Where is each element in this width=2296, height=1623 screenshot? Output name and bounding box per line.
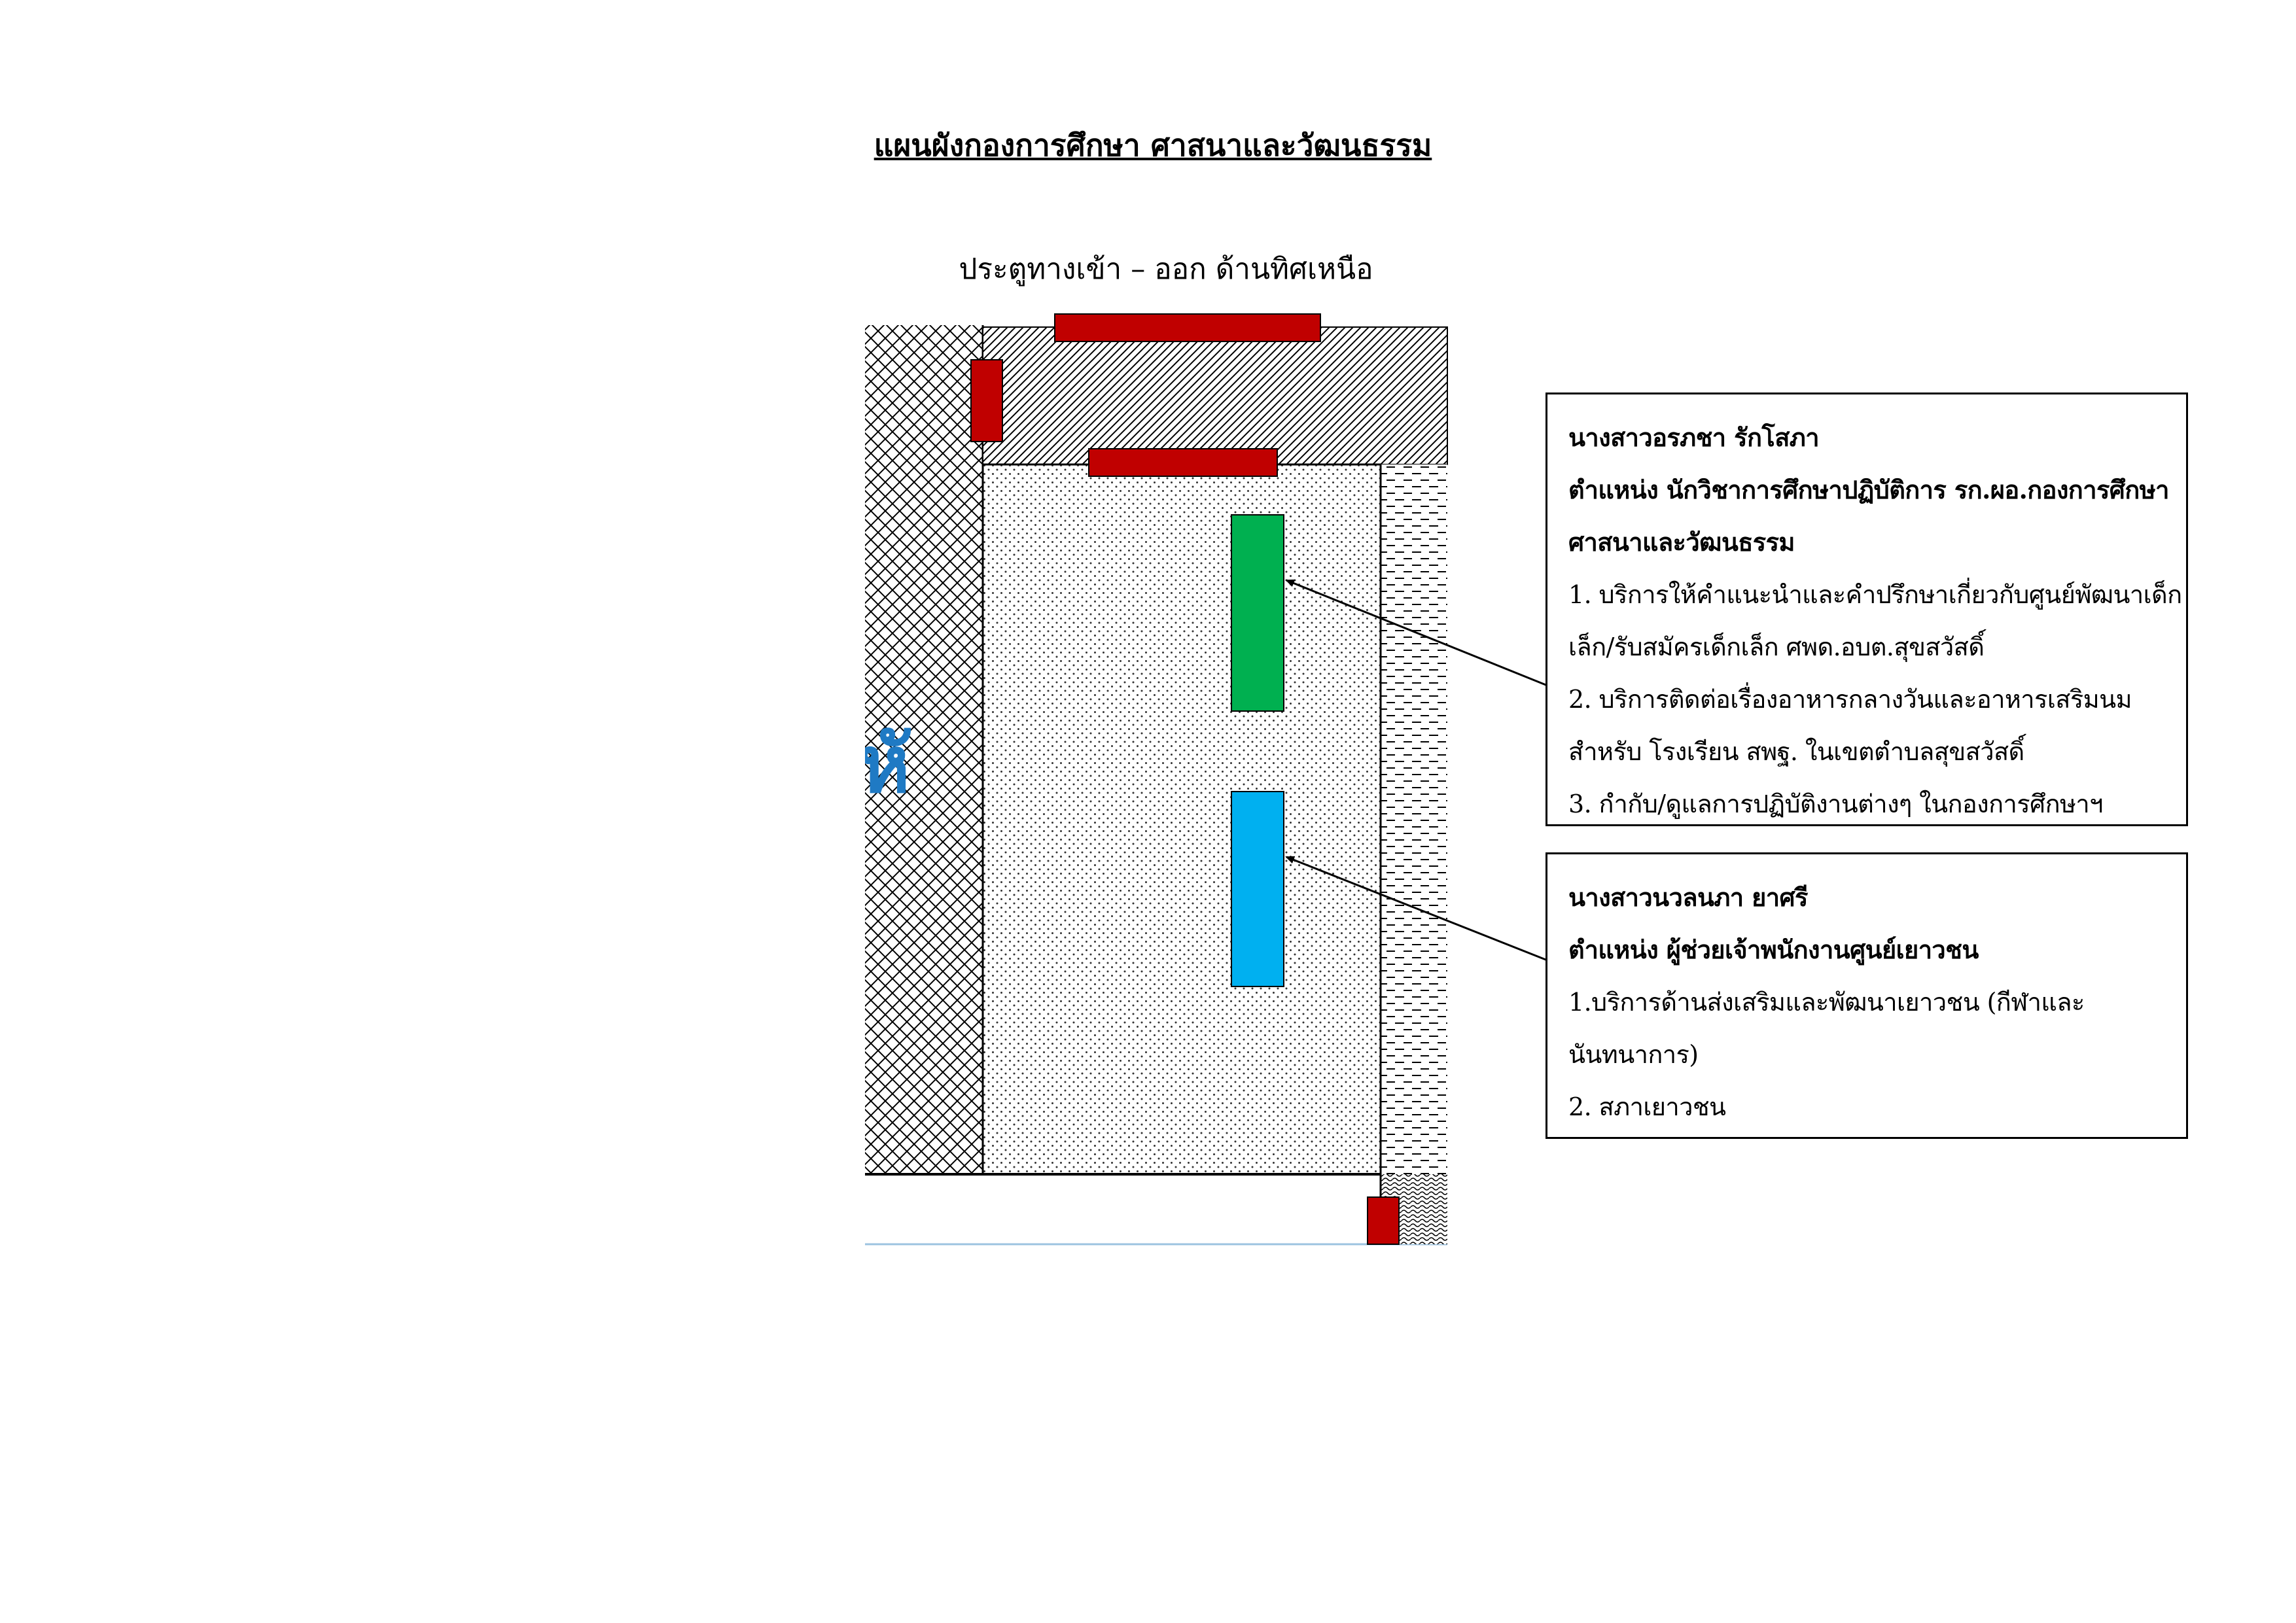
arrow-staff-2 bbox=[1285, 856, 1551, 963]
staff-duty-line: 2. สภาเยาวชน bbox=[1568, 1092, 1726, 1121]
staff-duty-line: สำหรับ โรงเรียน สพฐ. ในเขตตำบลสุขสวัสดิ์ bbox=[1568, 737, 2024, 766]
staff-position-line: ตำแหน่ง ผู้ช่วยเจ้าพนักงานศูนย์เยาวชน bbox=[1568, 935, 1979, 964]
side-label: หั bbox=[858, 718, 911, 811]
staff-name: นางสาวนวลนภา ยาศรี bbox=[1568, 882, 1808, 912]
page-title: แผนผังกองการศึกษา ศาสนาและวัฒนธรรม bbox=[874, 128, 1432, 163]
staff-duty-line: 2. บริการติดต่อเรื่องอาหารกลางวันและอาหา… bbox=[1568, 685, 2132, 714]
entrance-label: ประตูทางเข้า – ออก ด้านทิศเหนือ bbox=[959, 253, 1373, 286]
door-left-corridor bbox=[970, 359, 1003, 442]
right-dashed-strip bbox=[1381, 464, 1447, 1174]
door-top-entrance bbox=[1054, 313, 1321, 342]
staff-duty-line: 1.บริการด้านส่งเสริมและพัฒนาเยาวชน (กีฬา… bbox=[1568, 988, 2085, 1017]
staff-duty-line: 3. กำกับ/ดูแลการปฏิบัติงานต่างๆ ในกองการ… bbox=[1568, 790, 2104, 818]
desk-blue bbox=[1231, 791, 1284, 987]
door-bottom-right bbox=[1367, 1196, 1400, 1245]
staff-duty-line: นันทนาการ) bbox=[1568, 1040, 1699, 1069]
staff-info-box-2: นางสาวนวลนภา ยาศรี ตำแหน่ง ผู้ช่วยเจ้าพน… bbox=[1545, 852, 2188, 1139]
staff-position-line: ตำแหน่ง นักวิชาการศึกษาปฏิบัติการ รก.ผอ.… bbox=[1568, 475, 2169, 504]
staff-duty-line: เล็ก/รับสมัครเด็กเล็ก ศพด.อบต.สุขสวัสดิ์ bbox=[1568, 633, 1985, 661]
staff-position-line: ศาสนาและวัฒนธรรม bbox=[1568, 527, 1795, 557]
desk-green bbox=[1231, 514, 1284, 712]
door-office bbox=[1088, 448, 1278, 477]
staff-info-box-1: นางสาวอรภชา รักโสภา ตำแหน่ง นักวิชาการศึ… bbox=[1545, 393, 2188, 826]
staff-name: นางสาวอรภชา รักโสภา bbox=[1568, 423, 1820, 452]
top-hatched-corridor bbox=[982, 326, 1448, 465]
office-room bbox=[981, 463, 1382, 1176]
left-hatched-zone bbox=[865, 325, 983, 1174]
staff-duty-line: 1. บริการให้คำแนะนำและคำปรึกษาเกี่ยวกับศ… bbox=[1568, 580, 2182, 609]
arrow-staff-1 bbox=[1285, 579, 1551, 688]
